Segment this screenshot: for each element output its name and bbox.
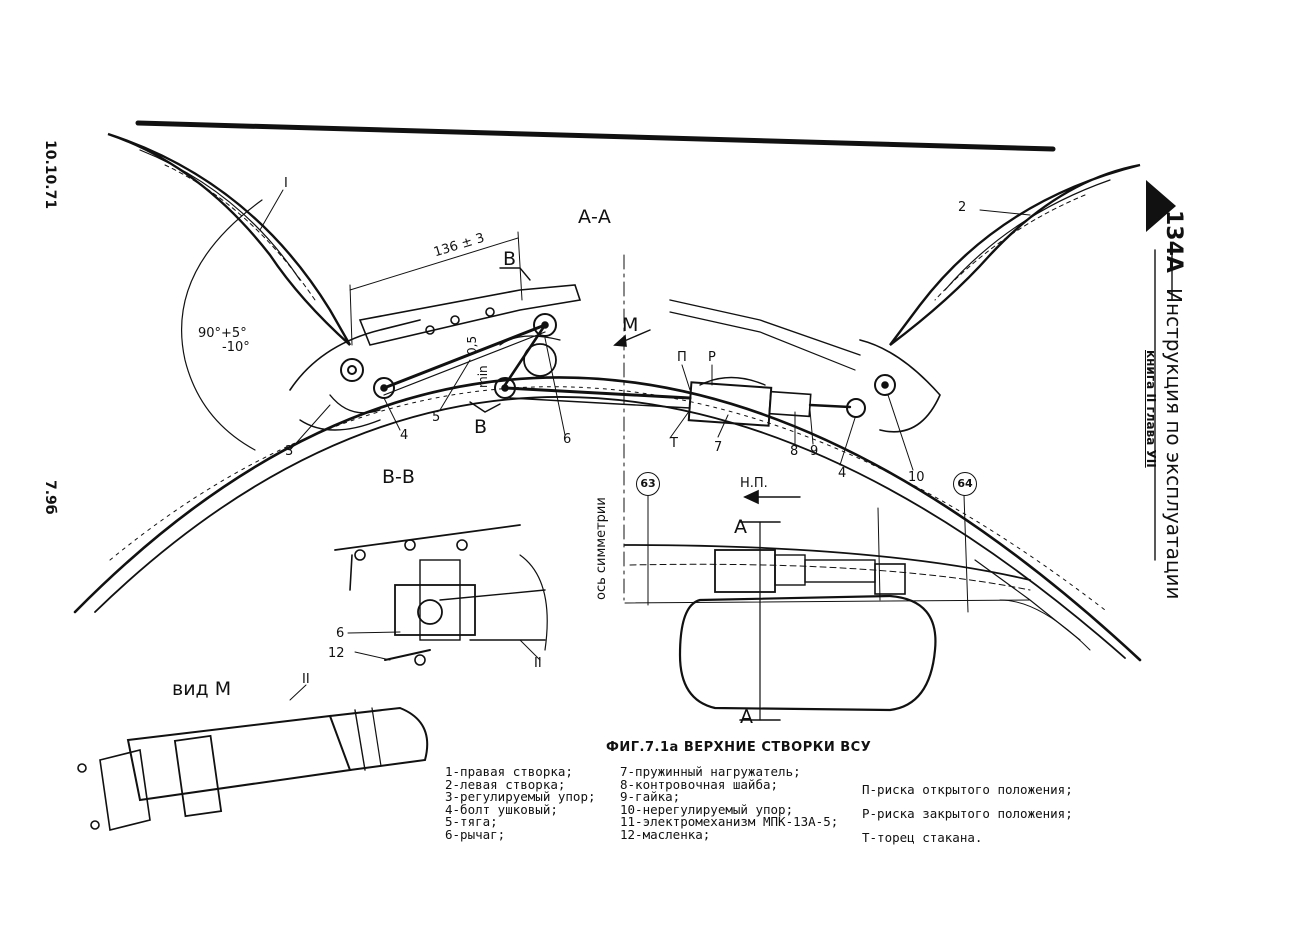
angle-arc [181, 199, 263, 451]
flight-direction-label: Н.П. [740, 476, 768, 491]
callout-8: 8 [790, 444, 799, 459]
callout-9: 9 [810, 444, 819, 459]
callout-11-bb: II [534, 656, 542, 671]
date-stamp: 10.10.71 [42, 140, 58, 210]
legend-item: 8-контровочная шайба; [620, 776, 779, 792]
section-a-mark-bottom: А [740, 706, 753, 728]
legend-item: Р-риска закрытого положения; [862, 806, 1073, 821]
legend-item: 6-рычаг; [445, 826, 506, 842]
callout-10: 10 [908, 470, 925, 485]
frame-64-marker: 64 [953, 472, 977, 496]
section-b-mark-bottom: В [474, 416, 488, 438]
fuselage-outer-arc [73, 376, 1142, 662]
left-door-leaf [889, 163, 1141, 346]
callout-11-m: II [302, 672, 310, 687]
legend-item: 3-регулируемый упор; [445, 789, 596, 804]
legend-item: 2-левая створка; [445, 776, 566, 792]
rod-5 [382, 323, 547, 390]
legend-column-3: П-риска открытого положения; Р-риска зак… [862, 778, 1073, 850]
right-door-leaf [107, 132, 352, 346]
view-m-mark: М [622, 314, 639, 336]
figure-caption: ФИГ.7.1а ВЕРХНИЕ СТВОРКИ ВСУ [606, 740, 872, 755]
min-gap-unit: min [476, 365, 490, 388]
actuator-rod [503, 386, 692, 400]
callout-12: 12 [328, 646, 345, 661]
view-m-label: вид М [172, 678, 232, 700]
callout-1: I [284, 176, 288, 191]
top-rule [135, 120, 1056, 152]
callout-P: П [677, 350, 687, 365]
legend-item: 12-масленка; [620, 826, 711, 842]
callout-R: Р [708, 350, 716, 365]
section-aa-label: А-А [578, 206, 611, 228]
angle-tolerance: -10° [222, 340, 250, 355]
callout-4-right: 4 [838, 466, 847, 481]
page-number: 7.9б [42, 480, 58, 515]
legend-item: П-риска открытого положения; [862, 782, 1073, 797]
section-a-mark-top: А [734, 516, 747, 538]
callout-7: 7 [714, 440, 723, 455]
callout-2: 2 [958, 200, 967, 215]
book-chapter: книга II глава УII [1144, 350, 1158, 468]
callout-6: 6 [563, 432, 572, 447]
callout-6-bb: 6 [336, 626, 345, 641]
legend-column-1: 1-правая створка; 2-левая створка; 3-рег… [445, 764, 596, 842]
callout-T: Т [670, 436, 678, 451]
legend-column-2: 7-пружинный нагружатель; 8-контровочная … [620, 764, 839, 842]
view-m-actuator [126, 714, 352, 802]
section-b-mark-top: В [503, 248, 517, 270]
legend-item: 11-электромеханизм МПК-13А-5; [620, 814, 839, 829]
frame-63-marker: 63 [636, 472, 660, 496]
triangle-logo-icon [1146, 180, 1176, 232]
symmetry-axis-label: ось симметрии [594, 497, 609, 600]
manual-title: Инструкция по эксплуатации [1162, 288, 1186, 600]
fuselage-inner-arc [94, 396, 1126, 659]
manual-header: 134A Инструкция по эксплуатации [1161, 210, 1186, 600]
legend-item: 4-болт ушковый; [445, 801, 558, 817]
min-gap-value: 0,5 [465, 335, 479, 355]
callout-3: 3 [285, 444, 294, 459]
section-bb-label: В-В [382, 466, 415, 488]
legend-item: 10-нерегулируемый упор; [620, 801, 794, 817]
legend-item: Т-торец стакана. [862, 830, 983, 845]
legend-item: 5-тяга; [445, 814, 498, 829]
angle-value: 90°+5° [198, 326, 247, 341]
intake-opening [678, 594, 937, 712]
callout-4-left: 4 [400, 428, 409, 443]
legend-item: 9-гайка; [620, 789, 681, 804]
callout-5: 5 [432, 410, 441, 425]
legend-item: 7-пружинный нагружатель; [620, 764, 801, 779]
legend-item: 1-правая створка; [445, 764, 573, 779]
